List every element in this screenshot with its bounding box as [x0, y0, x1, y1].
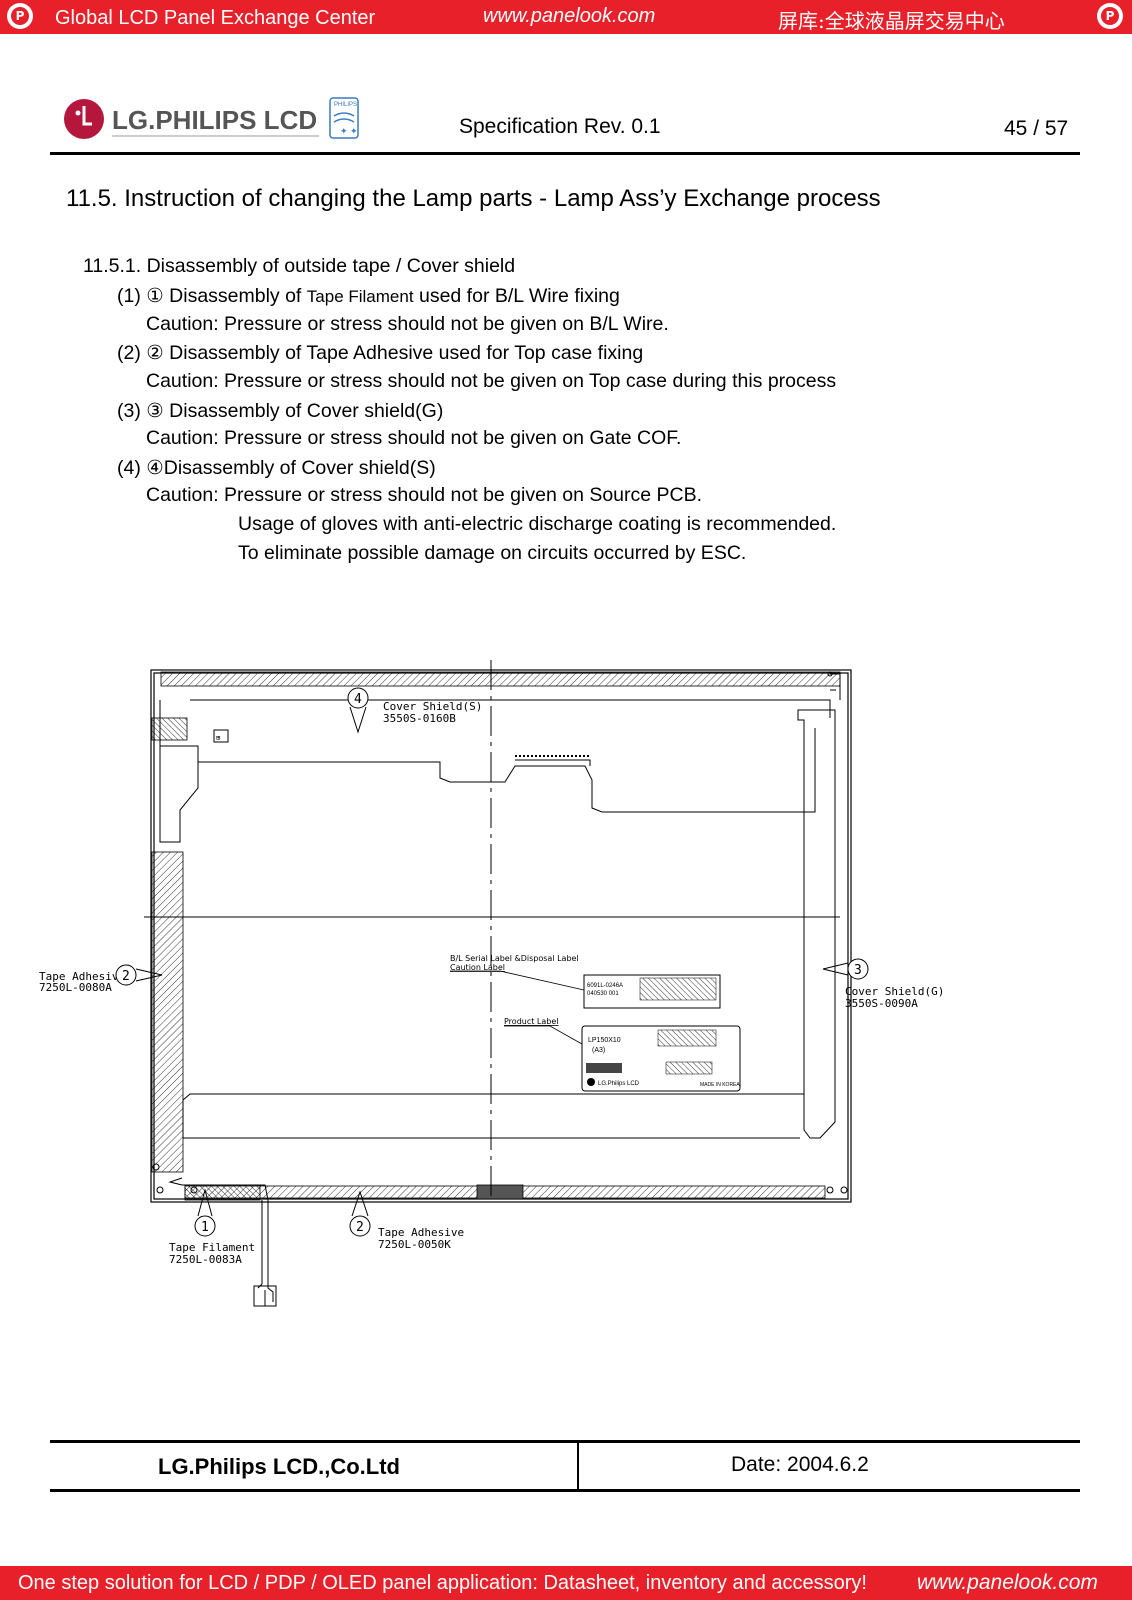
- svg-text:Cover Shield(G): Cover Shield(G): [845, 985, 944, 998]
- header-rule: [50, 152, 1080, 155]
- logo-text: LG.PHILIPS LCD: [112, 105, 317, 135]
- callout-4: 4 Cover Shield(S) 3550S-0160B: [347, 687, 482, 734]
- callout-2-bottom: 2 Tape Adhesive 7250L-0050K: [349, 1190, 464, 1251]
- footer-divider: [577, 1442, 579, 1490]
- svg-text:2: 2: [356, 1220, 364, 1235]
- callout-2-left: Tape Adhesive 7250L-0080A 2: [39, 964, 163, 994]
- lg-philips-logo: LG.PHILIPS LCD PHILIPS ✦ ✦: [64, 97, 359, 139]
- panel-outline: [150, 669, 852, 1203]
- svg-text:✦ ✦: ✦ ✦: [340, 126, 358, 136]
- svg-text:LP150X10: LP150X10: [588, 1037, 621, 1044]
- callout-3: 3 Cover Shield(G) 3550S-0090A: [822, 958, 944, 1010]
- item-3: (3) ③ Disassembly of Cover shield(G): [117, 400, 444, 422]
- product-barcode-2: [665, 1061, 713, 1075]
- svg-text:Tape Adhesive: Tape Adhesive: [39, 970, 125, 983]
- panelook-logo-icon-right[interactable]: P: [1097, 3, 1123, 29]
- footer-date: Date: 2004.6.2: [731, 1453, 869, 1476]
- banner-site-name: Global LCD Panel Exchange Center: [55, 7, 376, 29]
- caution-1: Caution: Pressure or stress should not b…: [146, 313, 669, 335]
- svg-text:7250L-0050K: 7250L-0050K: [378, 1238, 451, 1251]
- bottom-banner: One step solution for LCD / PDP / OLED p…: [0, 1566, 1132, 1600]
- svg-text:Tape Adhesive: Tape Adhesive: [378, 1226, 464, 1239]
- item-1: (1) ① Disassembly of Tape Filament used …: [117, 285, 620, 307]
- left-tape-hatch: [151, 851, 184, 1173]
- footer-company: LG.Philips LCD.,Co.Ltd: [158, 1454, 400, 1479]
- section-title: 11.5. Instruction of changing the Lamp p…: [66, 185, 881, 212]
- svg-text:Tape Filament: Tape Filament: [169, 1241, 255, 1254]
- svg-text:MADE IN KOREA: MADE IN KOREA: [700, 1082, 740, 1088]
- philips-shield-icon: [329, 97, 359, 139]
- svg-text:040530 001: 040530 001: [587, 991, 619, 997]
- item-4: (4) ④Disassembly of Cover shield(S): [117, 457, 436, 479]
- svg-text:Cover Shield(S): Cover Shield(S): [383, 700, 482, 713]
- banner-url-link[interactable]: www.panelook.com: [483, 5, 656, 27]
- caution-2: Caution: Pressure or stress should not b…: [146, 370, 837, 392]
- spec-revision: Specification Rev. 0.1: [459, 115, 661, 138]
- note-esc: To eliminate possible damage on circuits…: [238, 542, 747, 564]
- top-tape-hatch: [160, 671, 841, 687]
- svg-text:7250L-0080A: 7250L-0080A: [39, 981, 112, 994]
- svg-text:1: 1: [201, 1220, 209, 1235]
- bottom-banner-slogan: One step solution for LCD / PDP / OLED p…: [18, 1572, 867, 1594]
- page-number: 45 / 57: [1004, 117, 1069, 140]
- center-tape-block: [476, 1184, 524, 1200]
- footer-rule-bottom: [50, 1489, 1080, 1492]
- panelook-logo-icon[interactable]: P: [7, 3, 33, 29]
- caution-4: Caution: Pressure or stress should not b…: [146, 484, 703, 506]
- svg-text:3550S-0090A: 3550S-0090A: [845, 997, 918, 1010]
- svg-text:PHILIPS: PHILIPS: [334, 102, 357, 108]
- svg-text:3: 3: [854, 963, 862, 978]
- lamp-exchange-drawing: ⊞ B/L Serial Label &Disposal Label Cauti…: [39, 660, 944, 1307]
- svg-text:Caution Label: Caution Label: [450, 963, 505, 972]
- svg-text:B/L Serial Label &Disposal Lab: B/L Serial Label &Disposal Label: [450, 954, 579, 963]
- note-gloves: Usage of gloves with anti-electric disch…: [238, 513, 837, 535]
- bottom-banner-url-link[interactable]: www.panelook.com: [917, 1571, 1098, 1594]
- product-barcode-1: [657, 1029, 717, 1047]
- svg-text:2: 2: [122, 969, 130, 984]
- callout-1: 1 Tape Filament 7250L-0083A: [169, 1188, 255, 1266]
- banner-chinese-name: 屏库:全球液晶屏交易中心: [778, 9, 1005, 33]
- svg-text:6091L-0246A: 6091L-0246A: [587, 983, 623, 989]
- svg-text:7250L-0083A: 7250L-0083A: [169, 1253, 242, 1266]
- footer-rule-top: [50, 1440, 1080, 1443]
- svg-text:LG.Philips LCD: LG.Philips LCD: [598, 1081, 640, 1087]
- svg-text:3550S-0160B: 3550S-0160B: [383, 712, 456, 725]
- svg-text:(A3): (A3): [592, 1047, 605, 1054]
- svg-text:4: 4: [354, 692, 362, 707]
- subsection-title: 11.5.1. Disassembly of outside tape / Co…: [83, 255, 516, 277]
- item-2: (2) ② Disassembly of Tape Adhesive used …: [117, 342, 644, 364]
- svg-text:Product Label: Product Label: [504, 1017, 559, 1026]
- svg-text:⊞: ⊞: [216, 734, 221, 742]
- serial-barcode: [639, 977, 717, 1001]
- caution-3: Caution: Pressure or stress should not b…: [146, 427, 682, 449]
- top-banner: P Global LCD Panel Exchange Center www.p…: [0, 0, 1132, 34]
